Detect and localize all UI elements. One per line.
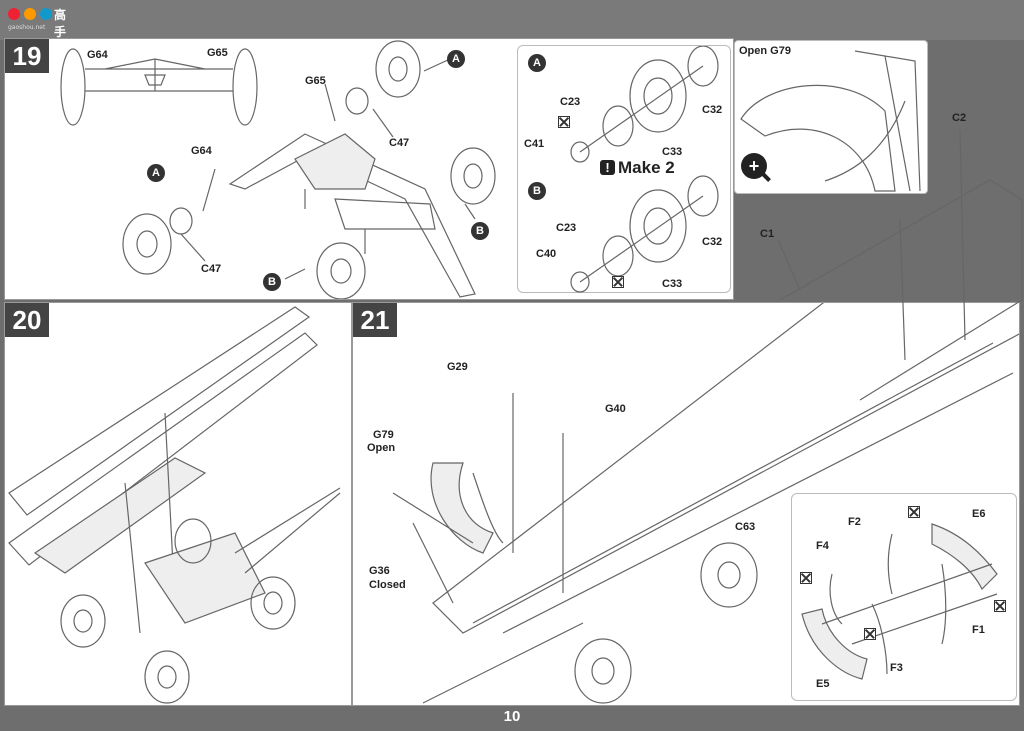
make-2-note: !Make 2 [600,158,675,178]
step-20-panel: 20 [4,302,352,706]
label-g36: G36 [369,565,390,577]
step-19-number: 19 [5,39,49,73]
inset-b-c32: C32 [702,236,723,248]
label-f2: F2 [848,516,861,528]
label-e6: E6 [972,508,986,520]
f4-cement-icon [800,572,812,584]
step-21-drawing [392,303,1019,704]
inset-marker-a: A [528,54,546,72]
label-c47-lower: C47 [201,263,222,275]
marker-b-bottom: B [263,273,281,291]
label-g29: G29 [447,361,468,373]
inset-b-cement-icon [612,276,624,288]
label-g40: G40 [605,403,626,415]
step-19-panel: 19 [4,38,734,300]
label-f4: F4 [816,540,829,552]
label-g65-top: G65 [207,47,228,59]
label-g79-line1: G79 [373,429,394,441]
logo-dot-red-icon [8,8,20,20]
inset-b-c33: C33 [662,278,683,290]
fender-drawing [801,523,998,680]
step-21-number: 21 [353,303,397,337]
page-number: 10 [503,708,521,725]
label-c1: C1 [760,228,775,240]
label-g79-line2: Open [367,442,396,454]
inset-a-c41: C41 [524,138,545,150]
inset-marker-b: B [528,182,546,200]
inset-b-c23: C23 [556,222,577,234]
magnifier-plus-icon [741,153,767,179]
step-21-panel: 21 C2 G29 G40 G79 Open G36 Closed C63 [352,302,1020,706]
label-c47-upper: C47 [389,137,410,149]
open-g79-title: Open G79 [739,45,791,57]
header-bar: 高手网 gaoshou.net [0,0,1024,56]
logo-site: gaoshou.net [8,24,46,31]
label-g64-top: G64 [87,49,108,61]
label-g65: G65 [305,75,326,87]
label-c2-top: C2 [952,112,967,124]
wheel-assembly-drawing [570,46,719,293]
make-2-text: Make 2 [618,158,675,177]
open-g79-detail: Open G79 [734,40,928,194]
logo-dot-orange-icon [24,8,36,20]
logo-dot-blue-icon [40,8,52,20]
f3-cement-icon [864,628,876,640]
fender-inset: F2 E6 F4 F1 F3 E5 [791,493,1017,701]
step-20-number: 20 [5,303,49,337]
label-g64: G64 [191,145,212,157]
site-logo: 高手网 gaoshou.net [8,6,68,56]
label-f1: F1 [972,624,985,636]
inset-a-c33: C33 [662,146,683,158]
label-c63: C63 [735,521,756,533]
marker-a-top: A [447,50,465,68]
warning-icon: ! [600,160,615,175]
inset-b-c40: C40 [536,248,557,260]
label-e5: E5 [816,678,830,690]
inset-a-c23: C23 [560,96,581,108]
inset-a-cement-icon [558,116,570,128]
step-20-drawing [8,306,341,704]
inset-a-c32: C32 [702,104,723,116]
label-f3: F3 [890,662,903,674]
wheel-assembly-inset: A B !Make 2 C23 C41 C33 C32 C23 C40 C33 … [517,45,731,293]
f2-cement-icon [908,506,920,518]
marker-b-right: B [471,222,489,240]
marker-a-left: A [147,164,165,182]
label-closed: Closed [369,579,406,591]
e6-cement-icon [994,600,1006,612]
